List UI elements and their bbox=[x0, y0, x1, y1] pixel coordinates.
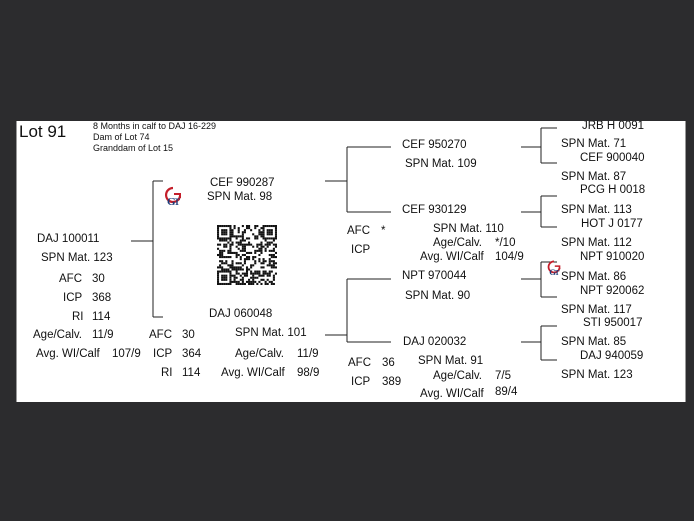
subject-wi-value: 107/9 bbox=[112, 348, 141, 360]
dam-age-label: Age/Calv. bbox=[235, 348, 285, 360]
lot-note-dam-of: Dam of Lot 74 bbox=[93, 132, 150, 142]
dam-dam-id: DAJ 020032 bbox=[403, 336, 467, 348]
sire-sire-id: CEF 950270 bbox=[402, 139, 467, 151]
dam-dam-afc-label: AFC bbox=[348, 357, 371, 369]
sire-dam-afc-label: AFC bbox=[347, 225, 370, 237]
breeder-logo-small-icon: G T bbox=[547, 260, 561, 277]
pedigree-connector-lines bbox=[131, 127, 557, 361]
lot-title: Lot 91 bbox=[19, 122, 67, 141]
sire-sire-spn-mat: SPN Mat. 109 bbox=[405, 158, 477, 170]
gen4-spn-mat: SPN Mat. 85 bbox=[561, 336, 627, 348]
dam-icp-label: ICP bbox=[153, 348, 173, 360]
sire-id: CEF 990287 bbox=[210, 177, 275, 189]
sire-dam-spn-mat: SPN Mat. 110 bbox=[433, 223, 504, 235]
dam-wi-value: 98/9 bbox=[297, 367, 320, 379]
svg-text:T: T bbox=[555, 269, 560, 277]
sire-dam-id: CEF 930129 bbox=[402, 204, 467, 216]
gen4-spn-mat: SPN Mat. 71 bbox=[561, 138, 627, 150]
lot-note-calf: 8 Months in calf to DAJ 16-229 bbox=[93, 121, 217, 131]
dam-afc-label: AFC bbox=[149, 329, 172, 341]
subject-icp-label: ICP bbox=[63, 292, 83, 304]
subject-age-label: Age/Calv. bbox=[33, 329, 83, 341]
sire-dam-wi-value: 104/9 bbox=[495, 251, 524, 263]
svg-text:G: G bbox=[167, 196, 176, 208]
sire-dam-age-value: */10 bbox=[495, 237, 516, 249]
gen4-spn-mat: SPN Mat. 113 bbox=[561, 204, 632, 216]
gen4-spn-mat: SPN Mat. 112 bbox=[561, 237, 632, 249]
breeder-logo-icon: G T bbox=[164, 186, 182, 208]
dam-icp-value: 364 bbox=[182, 348, 202, 360]
gen4-ancestor: HOT J 0177 bbox=[581, 218, 643, 230]
dam-dam-wi-label: Avg. WI/Calf bbox=[420, 388, 484, 400]
sire-dam-afc-value: * bbox=[381, 225, 386, 237]
subject-afc-label: AFC bbox=[59, 273, 82, 285]
gen4-ancestor: NPT 910020 bbox=[580, 251, 645, 263]
gen4-ancestor: CEF 900040 bbox=[580, 152, 645, 164]
qr-code[interactable] bbox=[217, 225, 277, 285]
subject-ri-value: 114 bbox=[92, 311, 111, 323]
subject-afc-value: 30 bbox=[92, 273, 105, 285]
subject-wi-label: Avg. WI/Calf bbox=[36, 348, 100, 360]
dam-afc-value: 30 bbox=[182, 329, 195, 341]
dam-dam-age-label: Age/Calv. bbox=[433, 370, 483, 382]
gen4-spn-mat: SPN Mat. 117 bbox=[561, 304, 632, 316]
dam-dam-icp-label: ICP bbox=[351, 376, 371, 388]
gen4-ancestor: NPT 920062 bbox=[580, 285, 645, 297]
gen4-ancestor: JRB H 0091 bbox=[582, 121, 645, 132]
dam-sire-id: NPT 970044 bbox=[402, 270, 467, 282]
gen4-ancestor: PCG H 0018 bbox=[580, 184, 646, 196]
sire-dam-wi-label: Avg. WI/Calf bbox=[420, 251, 484, 263]
sire-dam-age-label: Age/Calv. bbox=[433, 237, 483, 249]
dam-dam-wi-value: 89/4 bbox=[495, 386, 518, 398]
dam-dam-afc-value: 36 bbox=[382, 357, 395, 369]
gen4-ancestor: DAJ 940059 bbox=[580, 350, 644, 362]
subject-icp-value: 368 bbox=[92, 292, 112, 304]
dam-ri-label: RI bbox=[161, 367, 173, 379]
sire-dam-icp-label: ICP bbox=[351, 244, 371, 256]
dam-dam-icp-value: 389 bbox=[382, 376, 402, 388]
gen4-spn-mat: SPN Mat. 86 bbox=[561, 271, 627, 283]
svg-text:T: T bbox=[174, 197, 180, 207]
gen4-spn-mat: SPN Mat. 87 bbox=[561, 171, 627, 183]
dam-spn-mat: SPN Mat. 101 bbox=[235, 327, 307, 339]
dam-dam-age-value: 7/5 bbox=[495, 370, 511, 382]
gen4-ancestor: STI 950017 bbox=[583, 317, 643, 329]
subject-age-value: 11/9 bbox=[92, 329, 114, 341]
subject-id: DAJ 100011 bbox=[37, 233, 100, 245]
dam-sire-spn-mat: SPN Mat. 90 bbox=[405, 290, 471, 302]
subject-spn-mat: SPN Mat. 123 bbox=[41, 252, 113, 264]
pedigree-sheet: Lot 91 8 Months in calf to DAJ 16-229 Da… bbox=[16, 121, 686, 402]
dam-age-value: 11/9 bbox=[297, 348, 319, 360]
dam-id: DAJ 060048 bbox=[209, 308, 273, 320]
dam-ri-value: 114 bbox=[182, 367, 201, 379]
sire-spn-mat: SPN Mat. 98 bbox=[207, 191, 273, 203]
gen4-spn-mat: SPN Mat. 123 bbox=[561, 369, 633, 381]
svg-text:G: G bbox=[549, 267, 556, 277]
dam-wi-label: Avg. WI/Calf bbox=[221, 367, 285, 379]
dam-dam-spn-mat: SPN Mat. 91 bbox=[418, 355, 484, 367]
subject-ri-label: RI bbox=[72, 311, 84, 323]
lot-note-granddam-of: Granddam of Lot 15 bbox=[93, 143, 174, 153]
